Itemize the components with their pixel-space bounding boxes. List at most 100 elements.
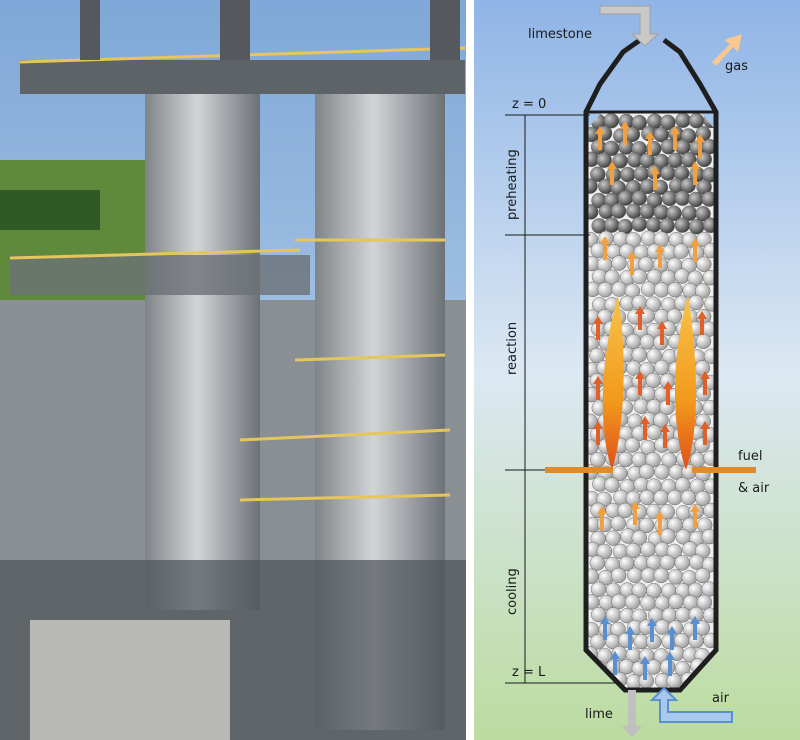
flow-arrow [593, 376, 603, 400]
limestone-particle [674, 555, 690, 571]
limestone-particle [618, 451, 634, 468]
limestone-particle [653, 282, 670, 298]
limestone-particle [588, 439, 599, 455]
limestone-particle [681, 152, 697, 168]
label-air: air [712, 691, 730, 706]
limestone-particle [597, 281, 613, 298]
limestone-particle [645, 372, 661, 389]
limestone-particle [674, 190, 691, 206]
limestone-particle [589, 555, 606, 571]
limestone-particle [611, 281, 627, 297]
limestone-particle [604, 217, 620, 233]
limestone-particle [704, 296, 714, 312]
limestone-particle [624, 594, 641, 610]
limestone-particle [666, 205, 682, 221]
limestone-particle [589, 347, 605, 364]
flow-arrow [640, 416, 650, 440]
flow-arrow [625, 626, 635, 650]
limestone-particle [675, 607, 691, 623]
limestone-particle [597, 516, 613, 533]
limestone-particle [631, 114, 647, 131]
flow-arrow [650, 166, 660, 190]
flow-arrow [695, 134, 705, 158]
limestone-particle [639, 334, 656, 350]
label-fuel: fuel [738, 449, 762, 464]
flow-arrow [595, 126, 605, 150]
label-reaction: reaction [505, 322, 520, 375]
limestone-particle [588, 413, 598, 430]
flow-arrow [635, 371, 645, 395]
limestone-particle [703, 502, 714, 519]
limestone-particle [703, 478, 714, 494]
limestone-particle [695, 206, 711, 222]
flow-arrow [607, 161, 617, 185]
photo-building [30, 620, 230, 740]
limestone-particle [631, 347, 647, 363]
limestone-particle [640, 281, 657, 297]
flow-arrow [690, 616, 700, 640]
photo-trees [0, 190, 100, 230]
limestone-particle [688, 294, 704, 311]
limestone-particle [654, 464, 670, 480]
limestone-particle [645, 296, 662, 312]
limestone-particle [667, 489, 683, 506]
limestone-particle [703, 242, 714, 259]
limestone-particle [659, 218, 675, 234]
flow-arrow [665, 652, 675, 676]
limestone-particle [673, 243, 689, 259]
flow-arrow [620, 121, 630, 145]
limestone-particle [611, 255, 627, 271]
limestone-particle [631, 268, 647, 285]
limestone-particle [696, 256, 712, 272]
limestone-particle [688, 113, 705, 129]
limestone-particle [631, 530, 647, 546]
limestone-particle [605, 607, 622, 623]
label-preheating: preheating [505, 149, 520, 220]
flow-arrow [655, 511, 665, 535]
limestone-particle [611, 593, 627, 610]
limestone-particle [653, 412, 669, 428]
flow-arrow [690, 161, 700, 185]
fuel-pipe-right [692, 467, 756, 473]
zone-scale [505, 114, 620, 684]
limestone-particle [596, 543, 613, 560]
photo-mid-platform [10, 255, 310, 295]
limestone-particle [701, 191, 714, 207]
flow-arrow [647, 618, 657, 642]
limestone-particle [617, 190, 634, 206]
limestone-particle [638, 517, 655, 534]
limestone-particle [701, 528, 714, 545]
gas-outlet-arrow [712, 34, 742, 66]
flow-arrow [690, 238, 700, 262]
limestone-particle [694, 360, 711, 376]
limestone-particle [627, 567, 643, 583]
limestone-particle [667, 281, 683, 298]
flow-arrow [593, 421, 603, 445]
limestone-particle [639, 203, 655, 220]
flow-arrow [697, 311, 707, 335]
limestone-particle [660, 528, 676, 544]
limestone-particle [618, 658, 635, 675]
limestone-particle [688, 219, 705, 235]
limestone-particle [653, 567, 669, 584]
limestone-particle [694, 283, 711, 299]
limestone-particle [639, 489, 655, 506]
limestone-particle [588, 178, 598, 194]
limestone-particle [646, 424, 662, 440]
label-cooling: cooling [505, 568, 520, 615]
kiln-plant-photo [0, 0, 468, 740]
flow-arrow [635, 306, 645, 330]
limestone-particle [702, 269, 714, 286]
limestone-particle [668, 593, 684, 610]
label-zL: z = L [512, 665, 546, 680]
limestone-particle [624, 437, 641, 453]
label-lime: lime [585, 707, 613, 722]
limestone-particle [610, 515, 626, 532]
label-limestone: limestone [528, 27, 592, 42]
limestone-particle [703, 450, 714, 466]
limestone-particle [694, 437, 710, 453]
flow-arrow [627, 251, 637, 275]
limestone-particle [654, 359, 670, 376]
